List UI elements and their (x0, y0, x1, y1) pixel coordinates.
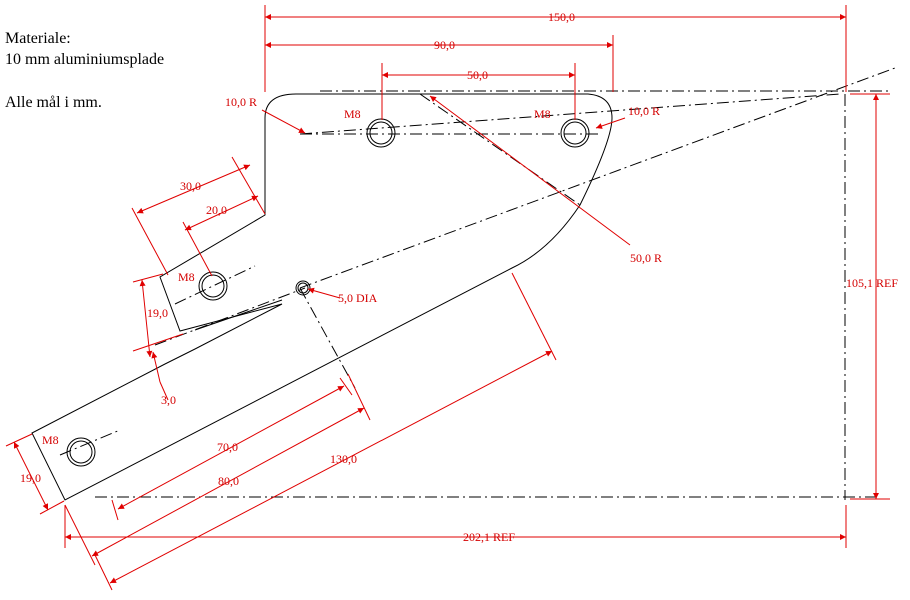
dimensions: 150,0 90,0 50,0 10,0 R 10,0 R 50,0 R 105… (5, 5, 898, 591)
hole-small (295, 280, 311, 296)
dim-arm-19-lower: 19,0 (20, 471, 41, 485)
hole-label-middle: M8 (178, 270, 195, 284)
dim-hole-span-90: 90,0 (434, 38, 455, 52)
dim-arm-19-upper: 19,0 (147, 306, 168, 320)
plate-outline (31, 93, 613, 501)
units-note: Alle mål i mm. (5, 94, 102, 111)
hole-label-top-left: M8 (344, 107, 361, 121)
dim-overall-width: 150,0 (548, 10, 575, 24)
dim-arm-20: 20,0 (206, 203, 227, 217)
dim-height-ref: 105,1 REF (846, 276, 898, 290)
dim-arm-80: 80,0 (218, 474, 239, 488)
center-lines (59, 67, 896, 500)
arm-slot-line (194, 299, 283, 331)
hole-label-top-right: M8 (534, 107, 551, 121)
hole-middle (198, 271, 228, 301)
dim-arm-70: 70,0 (217, 440, 238, 454)
material-label: Materiale: (5, 30, 71, 47)
hole-top-left (366, 118, 396, 148)
hole-top-right (560, 118, 590, 148)
dim-width-ref: 202,1 REF (463, 530, 515, 544)
dim-hole-dia: 5,0 DIA (338, 291, 378, 305)
dim-radius-big: 50,0 R (630, 251, 662, 265)
material-value: 10 mm aluminiumsplade (5, 51, 165, 68)
dim-arm-gap-3: 3,0 (161, 393, 176, 407)
dim-hole-span-50: 50,0 (467, 68, 488, 82)
dim-arm-30: 30,0 (180, 179, 201, 193)
dim-arm-130: 130,0 (330, 452, 357, 466)
hole-bottom (66, 437, 96, 467)
hole-label-bottom: M8 (42, 433, 59, 447)
dim-radius-right: 10,0 R (628, 104, 660, 118)
dim-radius-left: 10,0 R (225, 95, 257, 109)
